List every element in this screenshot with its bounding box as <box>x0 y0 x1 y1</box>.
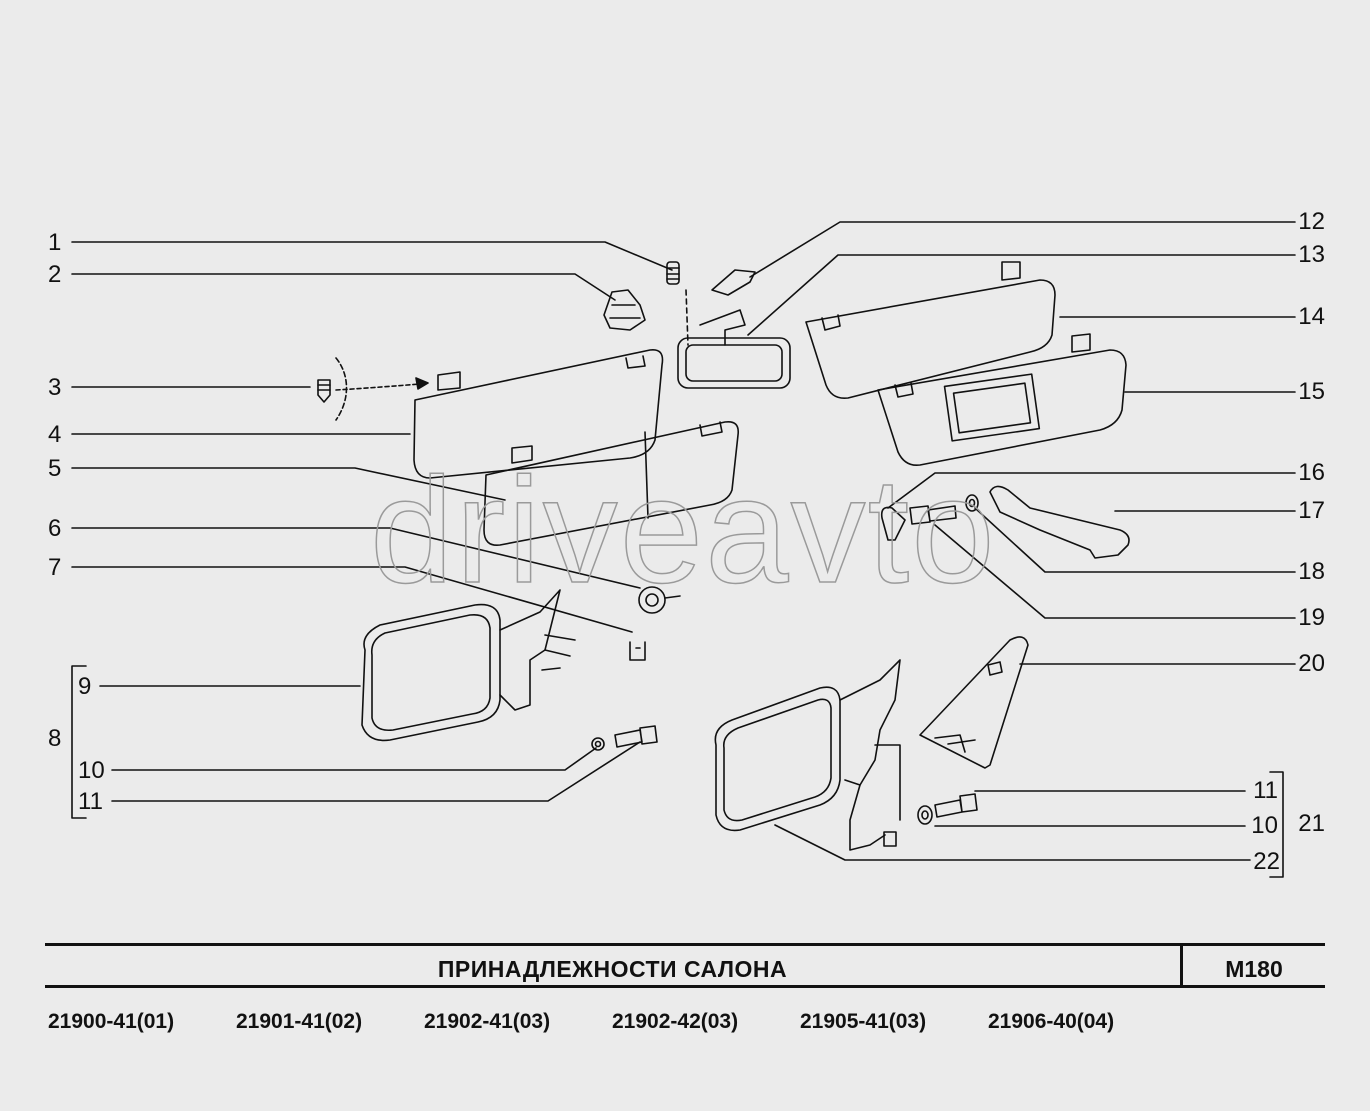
title-divider <box>1180 946 1183 988</box>
sun-visor-right-mirror <box>877 333 1127 467</box>
title-block: ПРИНАДЛЕЖНОСТИ САЛОНА M180 <box>45 943 1325 988</box>
arc-dashed <box>335 357 348 421</box>
outside-mirror-right <box>714 659 901 851</box>
arrow-dashed <box>335 383 421 391</box>
bolt-right <box>934 793 978 818</box>
callout-13: 13 <box>1298 241 1325 268</box>
bracket-21 <box>1269 771 1284 878</box>
washer-left <box>591 737 605 751</box>
callout-6: 6 <box>48 515 62 542</box>
outside-mirror-left <box>361 589 576 742</box>
cover-part <box>711 269 756 296</box>
section-code: M180 <box>1225 956 1283 982</box>
callout-20: 20 <box>1298 650 1325 677</box>
callout-8: 8 <box>48 725 62 752</box>
callout-10-right: 10 <box>1251 812 1278 839</box>
model-list: 21900-41(01) 21901-41(02) 21902-41(03) 2… <box>45 1010 1245 1040</box>
callout-11-right: 11 <box>1253 777 1278 804</box>
model-item: 21902-41(03) <box>424 1010 551 1033</box>
sun-visor-right <box>805 261 1056 400</box>
plug-part <box>880 506 906 541</box>
callout-9: 9 <box>78 673 92 700</box>
bracket-8 <box>71 665 87 819</box>
bolt-left <box>614 725 658 748</box>
callout-19: 19 <box>1298 604 1325 631</box>
callout-11: 11 <box>78 788 103 815</box>
page-title: ПРИНАДЛЕЖНОСТИ САЛОНА <box>437 956 788 982</box>
screw-part-19 <box>909 505 957 525</box>
grab-handle <box>989 485 1130 559</box>
callout-10: 10 <box>78 757 105 784</box>
callout-21: 21 <box>1298 810 1325 837</box>
callout-4: 4 <box>48 421 62 448</box>
fastener-part <box>638 586 681 614</box>
clip-part <box>603 289 646 331</box>
bracket-clip <box>629 641 646 661</box>
model-item: 21906-40(04) <box>988 1010 1115 1033</box>
spring-part <box>666 261 680 285</box>
mirror-cover-triangle <box>919 636 1029 769</box>
model-item: 21902-42(03) <box>612 1010 739 1033</box>
callout-22: 22 <box>1253 848 1280 875</box>
model-item: 21901-41(02) <box>236 1010 363 1033</box>
callout-5: 5 <box>48 455 62 482</box>
callout-12: 12 <box>1298 208 1325 235</box>
callout-16: 16 <box>1298 459 1325 486</box>
washer-right <box>917 805 933 825</box>
callout-15: 15 <box>1298 378 1325 405</box>
leader-lines-left <box>71 241 673 802</box>
screw-part <box>317 379 331 403</box>
watermark: driveavto <box>369 445 997 615</box>
sun-visor-left-front <box>483 420 740 547</box>
callout-7: 7 <box>48 554 62 581</box>
model-item: 21900-41(01) <box>48 1010 175 1033</box>
callout-18: 18 <box>1298 558 1325 585</box>
callout-14: 14 <box>1298 303 1325 330</box>
callout-1: 1 <box>48 229 62 256</box>
callout-17: 17 <box>1298 497 1325 524</box>
model-item: 21905-41(03) <box>800 1010 927 1033</box>
interior-mirror <box>677 289 791 389</box>
leader-lines-right <box>747 221 1296 861</box>
callout-2: 2 <box>48 261 62 288</box>
callout-3: 3 <box>48 374 62 401</box>
washer-part-18 <box>965 494 979 512</box>
